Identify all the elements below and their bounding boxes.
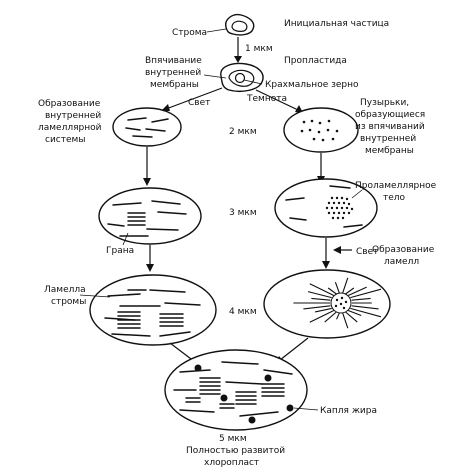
stroma-lamella-label-2: стромы bbox=[51, 297, 86, 307]
radiating-lamellae bbox=[293, 277, 382, 329]
mature-label-1: Полностью развитой bbox=[186, 446, 285, 456]
plastid-dark-stage-3 bbox=[274, 178, 378, 238]
fat-droplet bbox=[220, 394, 228, 402]
fat-droplet bbox=[194, 364, 202, 372]
vesicles-label-5: мембраны bbox=[365, 146, 414, 156]
grana-leader bbox=[122, 232, 129, 246]
initial-particle-label: Инициальная частица bbox=[284, 19, 389, 29]
arrow-left-2-to-3 bbox=[143, 147, 151, 186]
starch-grain bbox=[234, 72, 246, 84]
radiating-lamella bbox=[336, 312, 340, 320]
plastid-dark-stage-2 bbox=[283, 107, 359, 153]
invagination-label-3: мембраны bbox=[150, 80, 199, 90]
grana-label: Грана bbox=[106, 246, 134, 256]
light-right-arrowhead bbox=[333, 246, 341, 254]
light-top-label: Свет bbox=[188, 98, 210, 108]
vesicles-label-4: внутренней bbox=[360, 134, 416, 144]
radiating-lamella bbox=[324, 311, 337, 323]
light-right-label: Свет bbox=[356, 247, 378, 257]
radiating-lamella bbox=[345, 287, 355, 295]
radiating-lamella bbox=[303, 305, 331, 310]
invagination-label-2: внутренней bbox=[145, 68, 201, 78]
plastid-dark-stage-4 bbox=[263, 269, 391, 339]
prolamellar-leader bbox=[351, 189, 363, 199]
radiating-lamella bbox=[347, 286, 367, 297]
plastid-light-stage-2 bbox=[112, 107, 182, 147]
prolamellar-label-2: тело bbox=[383, 193, 406, 203]
radiating-lamella bbox=[311, 297, 331, 301]
radiating-lamella bbox=[342, 277, 349, 294]
radiating-lamella bbox=[348, 309, 362, 317]
radiating-lamella bbox=[327, 287, 337, 295]
formation-left-label-2: внутренней bbox=[45, 111, 101, 121]
starch-grain-leader bbox=[243, 79, 263, 85]
proplastid bbox=[220, 62, 264, 92]
formation-left-label-1: Образование bbox=[38, 99, 101, 109]
fat-droplet-leader bbox=[293, 407, 319, 411]
vesicles-label-2: образующиеся bbox=[355, 110, 425, 120]
size-4-label: 4 мкм bbox=[229, 307, 257, 317]
stroma-lamella-leader bbox=[79, 294, 111, 298]
arrow-right-3-to-4 bbox=[322, 238, 330, 269]
radiating-lamella bbox=[334, 282, 340, 294]
proplastid-label: Пропластида bbox=[284, 56, 347, 66]
fat-droplet bbox=[248, 416, 256, 424]
invagination-leader bbox=[203, 74, 227, 79]
mature-chloroplast bbox=[164, 349, 308, 431]
invagination-label-1: Впячивание bbox=[145, 56, 202, 66]
vesicles-label-3: из впячиваний bbox=[355, 122, 425, 132]
mature-label-2: хлоропласт bbox=[204, 458, 259, 468]
lamellae-formation-label-1: Образование bbox=[372, 245, 435, 255]
arrow-left-3-to-4 bbox=[146, 245, 154, 272]
radiating-lamella bbox=[309, 310, 335, 323]
arrow-initial-to-proplastid bbox=[234, 37, 242, 63]
initial-particle bbox=[225, 13, 255, 36]
lamellae-formation-label-2: ламелл bbox=[384, 257, 419, 267]
fat-droplet-label: Капля жира bbox=[320, 406, 377, 416]
fat-droplet bbox=[264, 374, 272, 382]
radiating-lamella bbox=[307, 291, 332, 299]
radiating-lamella bbox=[351, 297, 371, 301]
darkness-label: Темнота bbox=[246, 94, 287, 104]
radiating-lamella bbox=[314, 307, 332, 313]
formation-left-label-3: ламеллярной bbox=[38, 123, 102, 133]
radiating-lamella bbox=[309, 283, 335, 296]
vesicles-label-1: Пузырьки, bbox=[360, 98, 409, 108]
fat-droplet bbox=[286, 404, 294, 412]
stroma-leader bbox=[206, 28, 227, 33]
radiating-lamella bbox=[350, 307, 382, 318]
plastid-light-stage-3 bbox=[98, 187, 202, 245]
size-1-label: 1 мкм bbox=[245, 44, 273, 54]
radiating-lamella bbox=[342, 312, 349, 329]
arrow-proplastid-to-light bbox=[161, 87, 223, 111]
size-2-label: 2 мкм bbox=[229, 127, 257, 137]
formation-left-label-4: системы bbox=[45, 135, 85, 145]
prolamellar-label-1: Проламеллярное bbox=[355, 181, 437, 191]
radiating-lamella bbox=[350, 288, 382, 299]
radiating-lamella bbox=[351, 305, 379, 310]
stroma-lamella-label-1: Ламелла bbox=[44, 285, 86, 295]
size-3-label: 3 мкм bbox=[229, 208, 257, 218]
prolamellar-body-stage-3 bbox=[325, 196, 354, 220]
stroma-label: Строма bbox=[172, 28, 207, 38]
starch-grain-label: Крахмальное зерно bbox=[265, 80, 359, 90]
plastid-light-stage-4 bbox=[89, 274, 217, 346]
radiating-lamella bbox=[345, 311, 358, 323]
size-5-label: 5 мкм bbox=[219, 434, 247, 444]
